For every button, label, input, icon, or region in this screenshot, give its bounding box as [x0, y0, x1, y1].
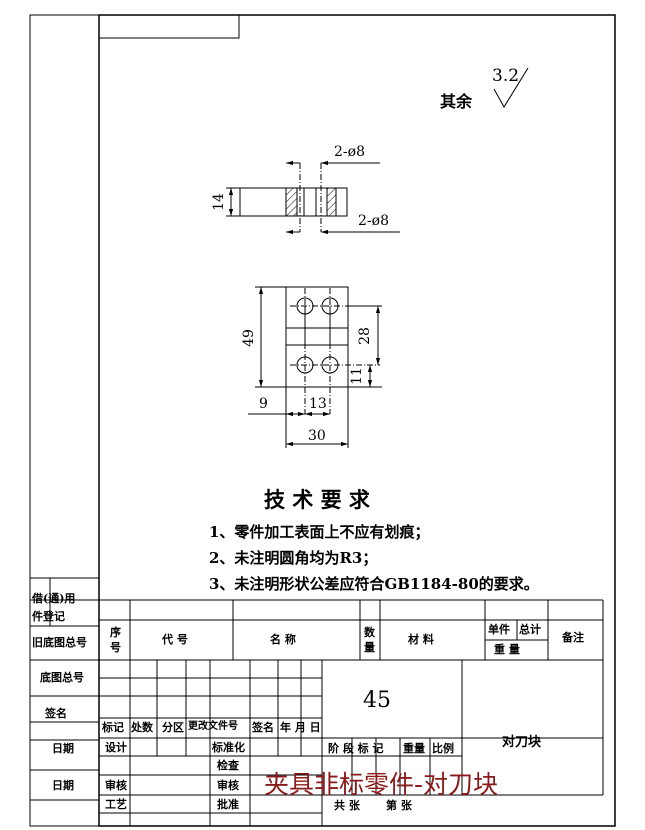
- bom-material: 材 料: [408, 633, 434, 646]
- tb-stage: 阶 段 标 记: [328, 742, 384, 755]
- part-name: 对刀块: [502, 735, 542, 750]
- tb-standardize: 标准化: [212, 741, 245, 754]
- bom-table: [99, 599, 604, 661]
- side-old-drawing: 旧底图总号: [32, 636, 87, 649]
- dim-width: 30: [308, 428, 326, 444]
- tb-check: 审核: [105, 779, 127, 792]
- side-date-1: 日期: [52, 742, 74, 755]
- bom-unit: 单件: [488, 623, 510, 636]
- tech-item-2: 2、未注明圆角均为R3；: [209, 549, 378, 567]
- roughness-symbol: [493, 67, 529, 108]
- bom-qty: 数量: [364, 626, 375, 654]
- roughness-value: 3.2: [492, 66, 520, 86]
- tb-approve: 批准: [217, 798, 239, 811]
- side-used-in: 借(通)用: [32, 592, 76, 605]
- tb-inspect: 检查: [217, 759, 239, 772]
- material-value: 45: [363, 688, 391, 713]
- tech-item-1: 1、零件加工表面上不应有划痕；: [209, 523, 430, 541]
- bom-weight: 重 量: [494, 643, 520, 656]
- bom-name: 名 称: [270, 633, 296, 646]
- side-view: [226, 160, 400, 235]
- dim-thickness: 14: [210, 193, 227, 211]
- tb-sheets-total: 共 张: [334, 799, 360, 812]
- banner-title: 夹具非标零件-对刀块: [264, 770, 499, 799]
- tb-craft: 工艺: [105, 798, 127, 811]
- rev-count: 处数: [131, 721, 153, 734]
- tb-scale: 比例: [432, 742, 454, 755]
- dim-hole-offset-bottom: 11: [348, 367, 365, 385]
- dim-holes-top: 2-ø8: [334, 144, 365, 160]
- dim-height: 49: [240, 329, 257, 347]
- dim-hole-spacing-v: 28: [356, 327, 373, 345]
- bom-remark: 备注: [562, 631, 584, 644]
- bom-seq: 序号: [110, 626, 121, 654]
- tech-title: 技 术 要 求: [264, 487, 370, 512]
- side-strip-table: [30, 577, 99, 801]
- rev-doc: 更改文件号: [188, 721, 238, 732]
- rev-mark: 标记: [102, 721, 124, 734]
- tb-weight: 重量: [403, 742, 425, 755]
- rev-date: 年 月 日: [280, 721, 321, 734]
- side-reg: 件登记: [32, 610, 65, 623]
- tb-design: 设计: [105, 741, 127, 754]
- title-block: [99, 660, 604, 826]
- dim-hole-spacing-h: 13: [309, 396, 327, 412]
- roughness-label: 其余: [440, 92, 473, 111]
- dim-left-offset: 9: [259, 396, 268, 412]
- bom-total: 总计: [519, 623, 541, 636]
- tb-verify: 审核: [217, 779, 239, 792]
- tech-item-3: 3、未注明形状公差应符合GB1184-80的要求。: [209, 575, 539, 593]
- bom-code: 代 号: [162, 633, 188, 646]
- tb-sheet-no: 第 张: [386, 799, 412, 812]
- dim-holes-bottom: 2-ø8: [358, 213, 389, 229]
- front-view: [248, 286, 382, 448]
- side-date-2: 日期: [52, 779, 74, 792]
- rev-signature: 签名: [252, 721, 274, 734]
- side-base-drawing: 底图总号: [40, 671, 84, 684]
- rev-zone: 分区: [162, 721, 184, 734]
- side-signature: 签名: [45, 707, 67, 720]
